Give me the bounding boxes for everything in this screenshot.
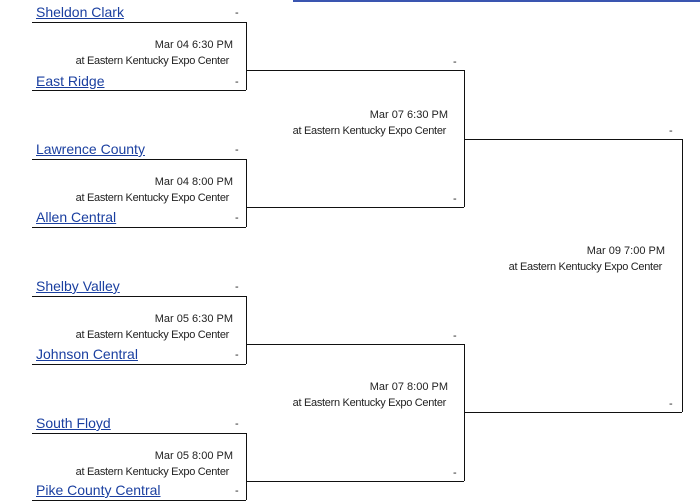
bracket-line [464,412,682,413]
score: - [235,281,239,293]
bracket-line [32,433,246,434]
score: - [235,349,239,361]
bracket-line [32,22,246,23]
team-link-johnson-central[interactable]: Johnson Central [36,346,138,362]
bracket-line [32,90,246,91]
bracket-line [32,159,246,160]
bracket-line [246,22,247,90]
game-time: Mar 09 7:00 PM [586,245,665,257]
score: - [235,7,239,19]
team-link-pike-county-central[interactable]: Pike County Central [36,482,161,498]
bracket-line [32,364,246,365]
score: - [453,193,457,205]
bracket-line [246,159,247,227]
score: - [669,398,673,410]
game-venue: at Eastern Kentucky Expo Center [292,397,447,409]
score: - [235,76,239,88]
game-time: Mar 05 8:00 PM [154,450,233,462]
game-venue: at Eastern Kentucky Expo Center [75,55,230,67]
score: - [235,212,239,224]
bracket-line [32,227,246,228]
game-time: Mar 04 6:30 PM [154,39,233,51]
bracket-line [246,344,464,345]
team-link-allen-central[interactable]: Allen Central [36,209,117,225]
game-venue: at Eastern Kentucky Expo Center [75,192,230,204]
bracket-line [246,70,464,71]
game-venue: at Eastern Kentucky Expo Center [75,329,230,341]
bracket-line [246,481,464,482]
game-time: Mar 07 6:30 PM [369,109,448,121]
game-venue: at Eastern Kentucky Expo Center [75,466,230,478]
game-venue: at Eastern Kentucky Expo Center [508,261,663,273]
team-link-lawrence-county[interactable]: Lawrence County [36,141,145,157]
team-link-sheldon-clark[interactable]: Sheldon Clark [36,4,124,20]
game-venue: at Eastern Kentucky Expo Center [292,125,447,137]
game-time: Mar 04 8:00 PM [154,176,233,188]
header-rule [293,0,700,2]
team-link-south-floyd[interactable]: South Floyd [36,415,111,431]
bracket-line [32,500,246,501]
score: - [235,485,239,497]
score: - [235,144,239,156]
bracket-line [246,433,247,500]
score: - [453,56,457,68]
bracket-line [464,139,682,140]
team-link-shelby-valley[interactable]: Shelby Valley [36,278,120,294]
bracket-line [682,139,683,412]
score: - [669,125,673,137]
game-time: Mar 07 8:00 PM [369,381,448,393]
game-time: Mar 05 6:30 PM [154,313,233,325]
bracket-line [246,296,247,364]
bracket-line [32,296,246,297]
score: - [453,467,457,479]
team-link-east-ridge[interactable]: East Ridge [36,73,105,89]
bracket-line [246,207,464,208]
bracket-line [464,70,465,207]
score: - [235,418,239,430]
score: - [453,330,457,342]
